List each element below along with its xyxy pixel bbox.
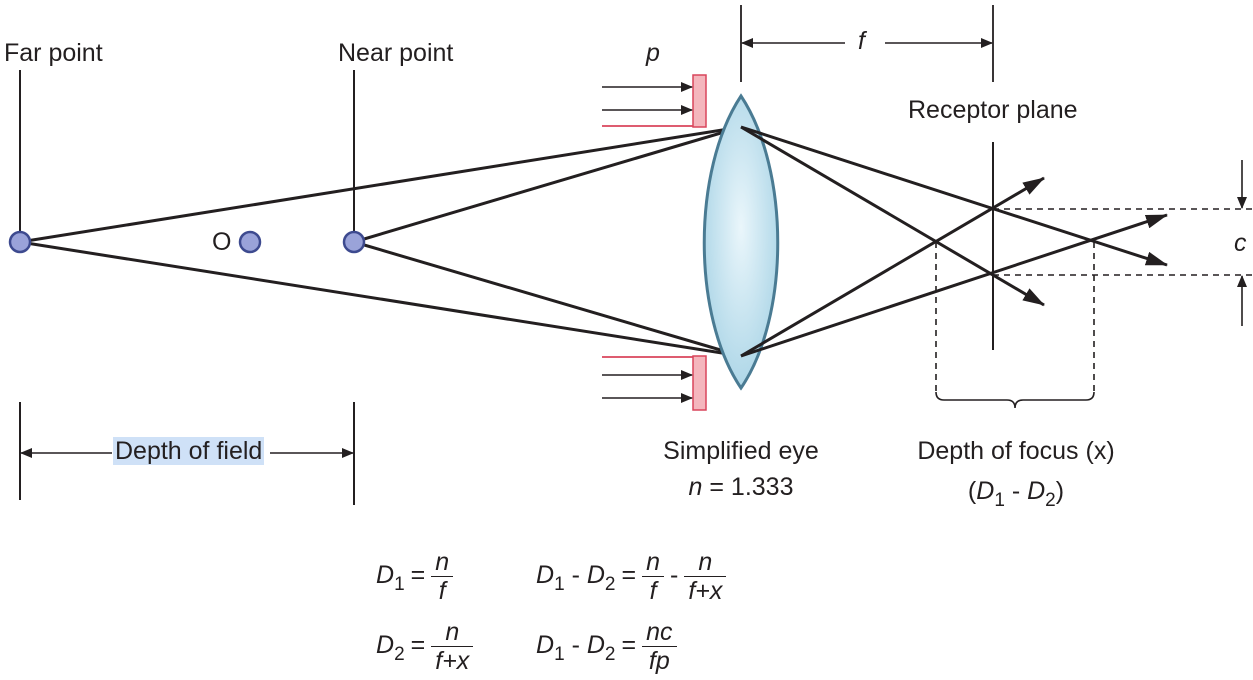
eq3-numerator-2: n xyxy=(684,548,727,577)
depth-of-focus-formula: (D1 - D2) xyxy=(967,477,1065,511)
near-point-dot xyxy=(342,230,366,254)
eq3-denominator-2: f+x xyxy=(688,577,723,605)
ray-far-bottom xyxy=(19,240,742,358)
eq4-denominator: fp xyxy=(648,647,670,675)
eq2-denominator: f+x xyxy=(435,647,470,675)
lens xyxy=(702,93,780,391)
n-value-text: = 1.333 xyxy=(702,473,794,501)
eq3-denominator-1: f xyxy=(649,577,657,605)
simplified-eye-label: Simplified eye xyxy=(663,437,819,465)
p-label: p xyxy=(646,39,660,67)
aperture-bottom xyxy=(692,355,707,411)
refractive-index-label: n = 1.333 xyxy=(650,472,832,502)
aperture-top xyxy=(692,74,707,128)
ray-near-bottom xyxy=(353,240,742,358)
object-o-label: O xyxy=(212,228,232,256)
eq1-denominator: f xyxy=(438,577,446,605)
c-label: c xyxy=(1234,229,1247,257)
ray-out-1 xyxy=(740,125,1168,267)
near-point-label: Near point xyxy=(338,39,454,67)
n-symbol: n xyxy=(688,473,703,501)
depth-of-field-text: Depth of field xyxy=(113,437,265,465)
depth-of-focus-brace xyxy=(935,391,1095,409)
ray-far-top xyxy=(19,125,742,244)
f-label: f xyxy=(858,27,865,55)
far-point-label: Far point xyxy=(4,39,103,67)
ray-near-top xyxy=(353,125,742,244)
depth-of-focus-label: Depth of focus (x) xyxy=(917,437,1115,465)
eq3-minus: - xyxy=(670,561,679,590)
eq2-numerator: n xyxy=(431,618,474,647)
object-dot xyxy=(238,230,262,254)
far-point-dot xyxy=(8,230,32,254)
depth-of-field-label: Depth of field xyxy=(113,436,265,466)
ray-out-2 xyxy=(740,125,1045,307)
eq4-numerator: nc xyxy=(642,618,677,647)
ray-out-4 xyxy=(740,176,1045,358)
eq1-numerator: n xyxy=(431,548,454,577)
receptor-plane-label: Receptor plane xyxy=(908,96,1078,124)
eq3-numerator-1: n xyxy=(642,548,665,577)
ray-out-3 xyxy=(740,213,1168,358)
